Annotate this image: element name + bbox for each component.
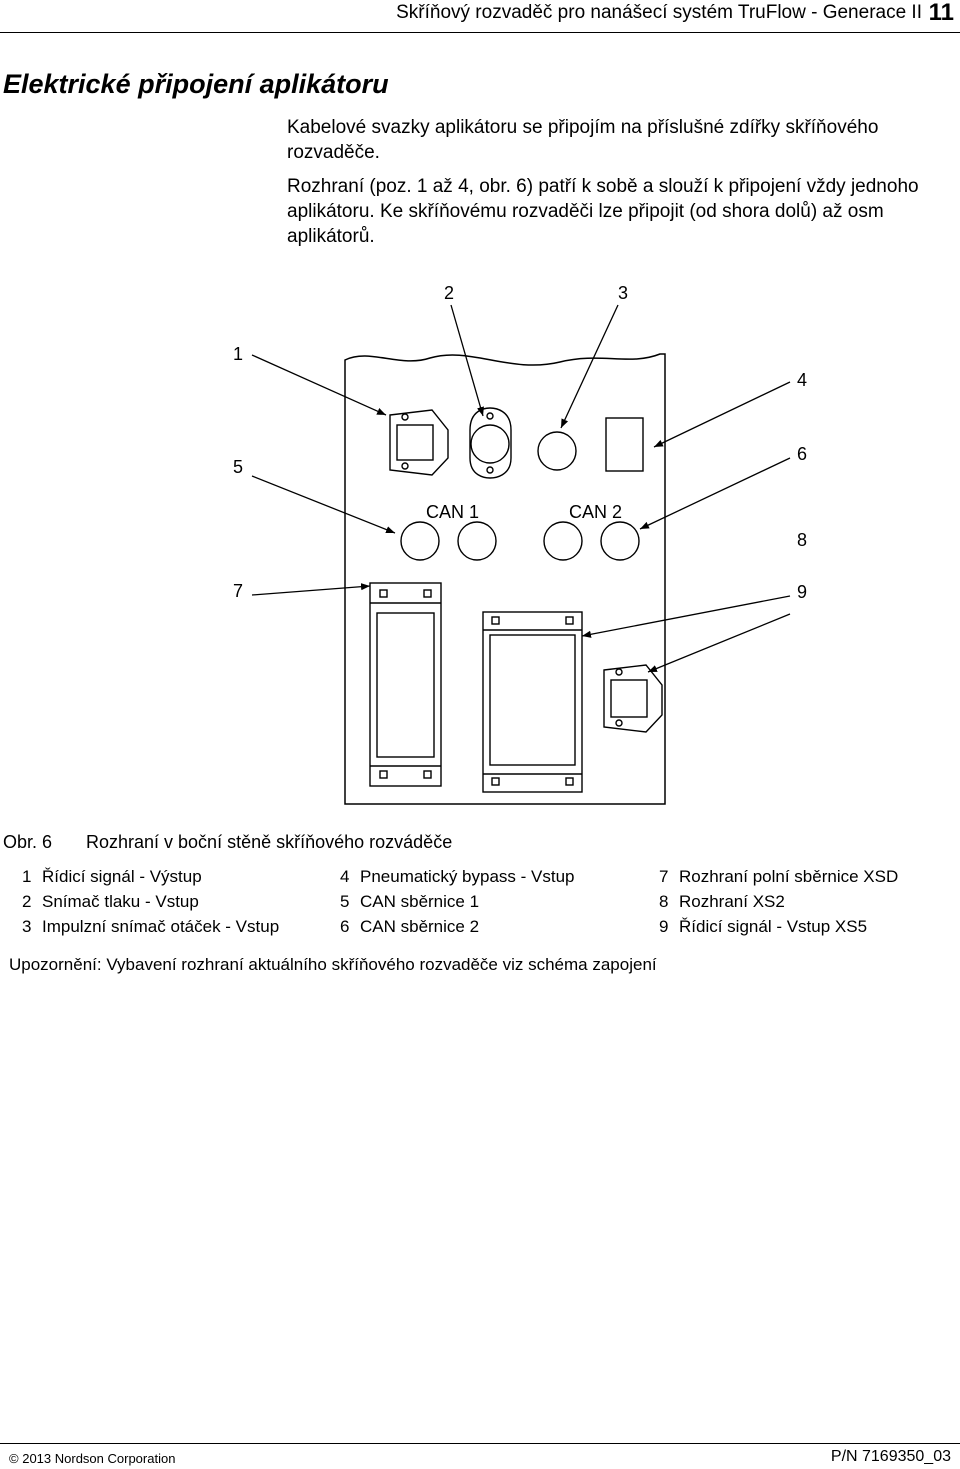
connector-6b: [600, 521, 640, 561]
page-header: Skříňový rozvaděč pro nanášecí systém Tr…: [0, 0, 960, 33]
leader-6: [639, 457, 791, 530]
callout-4: 4: [797, 370, 807, 390]
connector-1: [389, 409, 449, 476]
copyright-icon: ©: [9, 1451, 19, 1466]
callout-7: 7: [233, 581, 243, 601]
header-rule: [0, 32, 960, 33]
callout-1: 1: [233, 344, 243, 364]
callout-9: 9: [797, 582, 807, 602]
paragraph-1: Kabelové svazky aplikátoru se připojím n…: [287, 117, 879, 163]
page-number: 11: [928, 0, 954, 26]
callout-3: 3: [618, 283, 628, 303]
connector-5a: [400, 521, 440, 561]
callout-2: 2: [444, 283, 454, 303]
leader-8: [581, 595, 791, 638]
leader-2: [450, 304, 484, 417]
figure-interface-panel: 1 2 3 4 5 6 7 8 9 CAN 1 CAN 2: [0, 270, 960, 815]
connector-4: [605, 417, 644, 472]
figure-number: Obr. 6: [3, 832, 53, 852]
callout-6: 6: [797, 444, 807, 464]
callout-5: 5: [233, 457, 243, 477]
connector-2: [469, 407, 512, 479]
leader-4: [653, 381, 791, 448]
wiring-note: Upozornění: Vybavení rozhraní aktuálního…: [9, 955, 657, 974]
connector-6a: [543, 521, 583, 561]
leader-9: [647, 613, 791, 673]
connector-7: [369, 582, 442, 787]
document-title: Skříňový rozvaděč pro nanášecí systém Tr…: [396, 2, 922, 23]
can-2-label: CAN 2: [569, 502, 622, 522]
connector-9: [603, 664, 663, 733]
leader-7: [251, 583, 371, 596]
footer-copyright: © 2013 Nordson Corporation: [9, 1451, 176, 1466]
panel-outline: [344, 353, 666, 805]
connector-3: [537, 431, 577, 471]
connector-5b: [457, 521, 497, 561]
paragraph-2: Rozhraní (poz. 1 až 4, obr. 6) patří k s…: [287, 176, 919, 247]
leader-1: [251, 354, 387, 416]
callout-8: 8: [797, 530, 807, 550]
leader-3: [560, 304, 619, 429]
part-number: P/N 7169350_03: [830, 1448, 951, 1465]
panel-diagram: 1 2 3 4 5 6 7 8 9 CAN 1 CAN 2: [233, 283, 807, 805]
connector-8: [482, 611, 583, 793]
footer-rule: [0, 1443, 960, 1444]
figure-caption: Rozhraní v boční stěně skříňového rozvád…: [86, 832, 453, 852]
leader-5: [251, 475, 396, 534]
can-1-label: CAN 1: [426, 502, 479, 522]
section-title: Elektrické připojení aplikátoru: [3, 69, 389, 99]
